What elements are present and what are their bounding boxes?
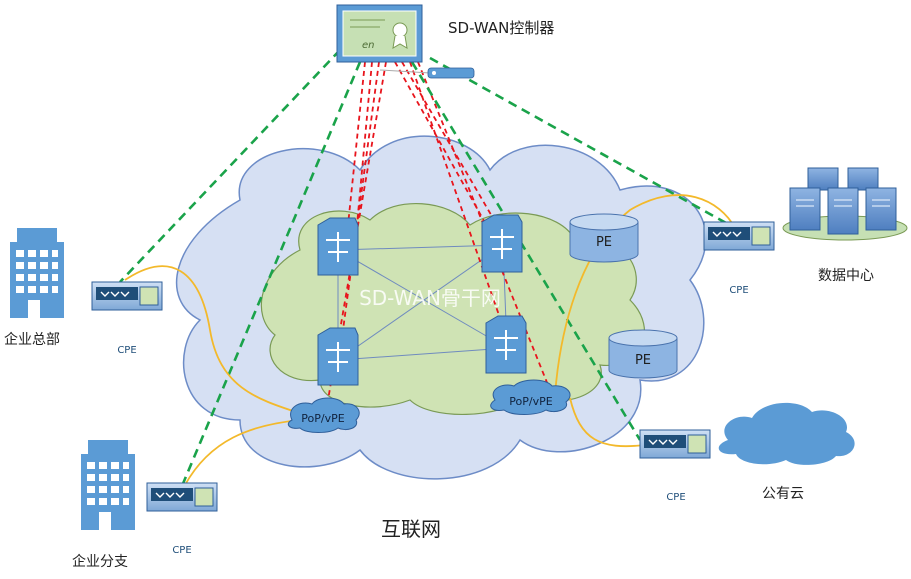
cpe-label: CPE [172,545,191,556]
pop-cloud-icon [287,397,360,433]
pe-label: PE [596,235,612,250]
controller-connector [379,67,475,79]
svg-text:en: en [362,40,375,51]
cpe-device-icon [639,429,711,459]
controller-label: SD-WAN控制器 [448,19,554,37]
pe-cylinder-icon [569,213,639,263]
backbone-router-icon [317,217,359,276]
pop-label: PoP/vPE [509,395,552,408]
backbone-router-icon [317,327,359,386]
cpe-device-icon [703,221,775,251]
access-links [124,194,736,486]
branch-building-icon [81,440,135,530]
pe-cylinder-icon [608,329,678,379]
pop-cloud-icon [490,379,571,415]
public-cloud-label: 公有云 [762,486,804,502]
cpe-device-icon [91,281,163,311]
cpe-label: CPE [729,285,748,296]
pe-label: PE [635,353,651,368]
cpe-label: CPE [117,345,136,356]
pop-label: PoP/vPE [301,412,344,425]
hq-building-icon [10,228,64,318]
datacenter-label: 数据中心 [818,268,874,284]
datacenter-servers-icon [782,167,908,241]
hq-label: 企业总部 [4,331,60,348]
controller-links [119,49,736,487]
backbone-label: SD-WAN骨干网 [359,286,501,310]
controller-icon: en [336,4,423,63]
backbone-router-icon [481,214,523,273]
internet-label: 互联网 [381,517,441,541]
backbone-router-icon [485,315,527,374]
cpe-device-icon [146,482,218,512]
public-cloud-icon [718,402,855,465]
cpe-label: CPE [666,492,685,503]
branch-label: 企业分支 [72,553,128,570]
